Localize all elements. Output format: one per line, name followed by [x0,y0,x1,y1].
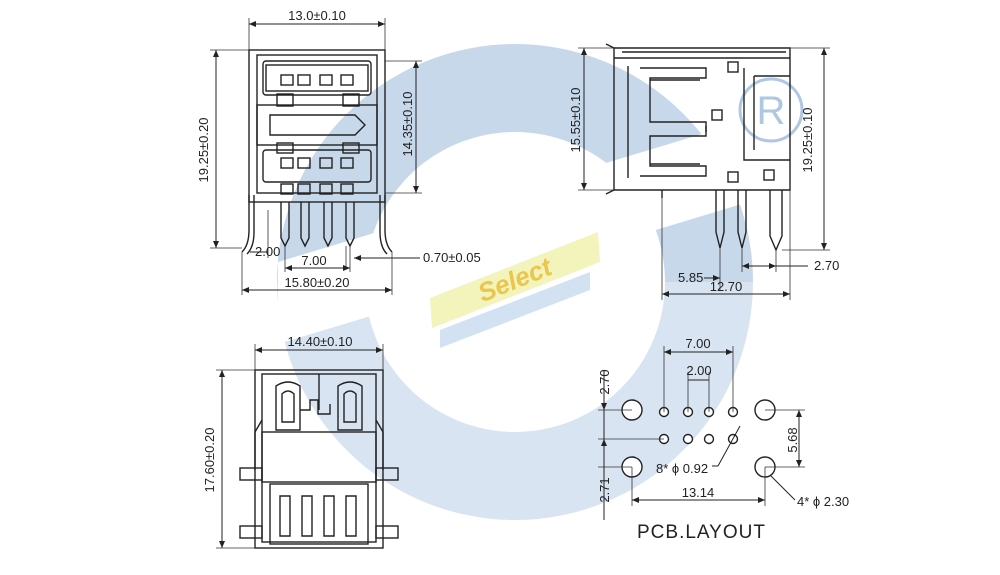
bottom-width-label: 14.40±0.10 [288,334,353,349]
pcb-row-bottom-label: 2.71 [597,477,612,502]
pcb-pitch-outer-label: 7.00 [685,336,710,351]
front-pin-span-label: 7.00 [301,253,326,268]
pcb-peg-spacing-label: 5.68 [785,427,800,452]
watermark-logo: Select R [277,44,804,520]
side-total-height-label: 19.25±0.10 [800,108,815,173]
side-pin-gap-label: 2.70 [814,258,839,273]
svg-text:R: R [757,89,786,133]
front-pin-width-label: 0.70±0.05 [423,250,481,265]
pcb-pitch-inner-label: 2.00 [686,363,711,378]
pin-hole [682,433,694,445]
bottom-view-drawing [239,369,399,549]
pcb-peg-span-label: 13.14 [682,485,715,500]
front-inner-height-label: 14.35±0.10 [400,92,415,157]
front-pin-offset-label: 2.00 [255,244,280,259]
side-pin-offset-label: 5.85 [678,270,703,285]
front-view-dimensions: 13.0±0.10 19.25±0.20 14.35±0.10 2.00 7.0… [196,8,481,295]
pcb-layout-title: PCB.LAYOUT [637,522,766,543]
front-footprint-label: 15.80±0.20 [285,275,350,290]
side-depth-label: 12.70 [710,279,743,294]
side-height-label: 15.55±0.10 [568,88,583,153]
pcb-pin-holes-label: 8* ϕ 0.92 [656,461,708,476]
pcb-peg-holes-label: 4* ϕ 2.30 [797,494,849,509]
registered-mark-icon [738,77,804,143]
pcb-row-top-label: 2.70 [597,369,612,394]
bottom-length-label: 17.60±0.20 [202,428,217,493]
front-view-drawing [241,49,393,255]
pcb-layout-dimensions: 7.00 2.00 2.70 2.71 5.68 13.14 8* ϕ 0.92… [597,336,849,543]
pin-hole [703,433,715,445]
front-width-label: 13.0±0.10 [288,8,346,23]
bottom-view-dimensions: 14.40±0.10 17.60±0.20 [202,334,384,549]
side-view-dimensions: 15.55±0.10 19.25±0.10 2.70 5.85 12.70 [568,47,839,300]
front-height-label: 19.25±0.20 [196,118,211,183]
